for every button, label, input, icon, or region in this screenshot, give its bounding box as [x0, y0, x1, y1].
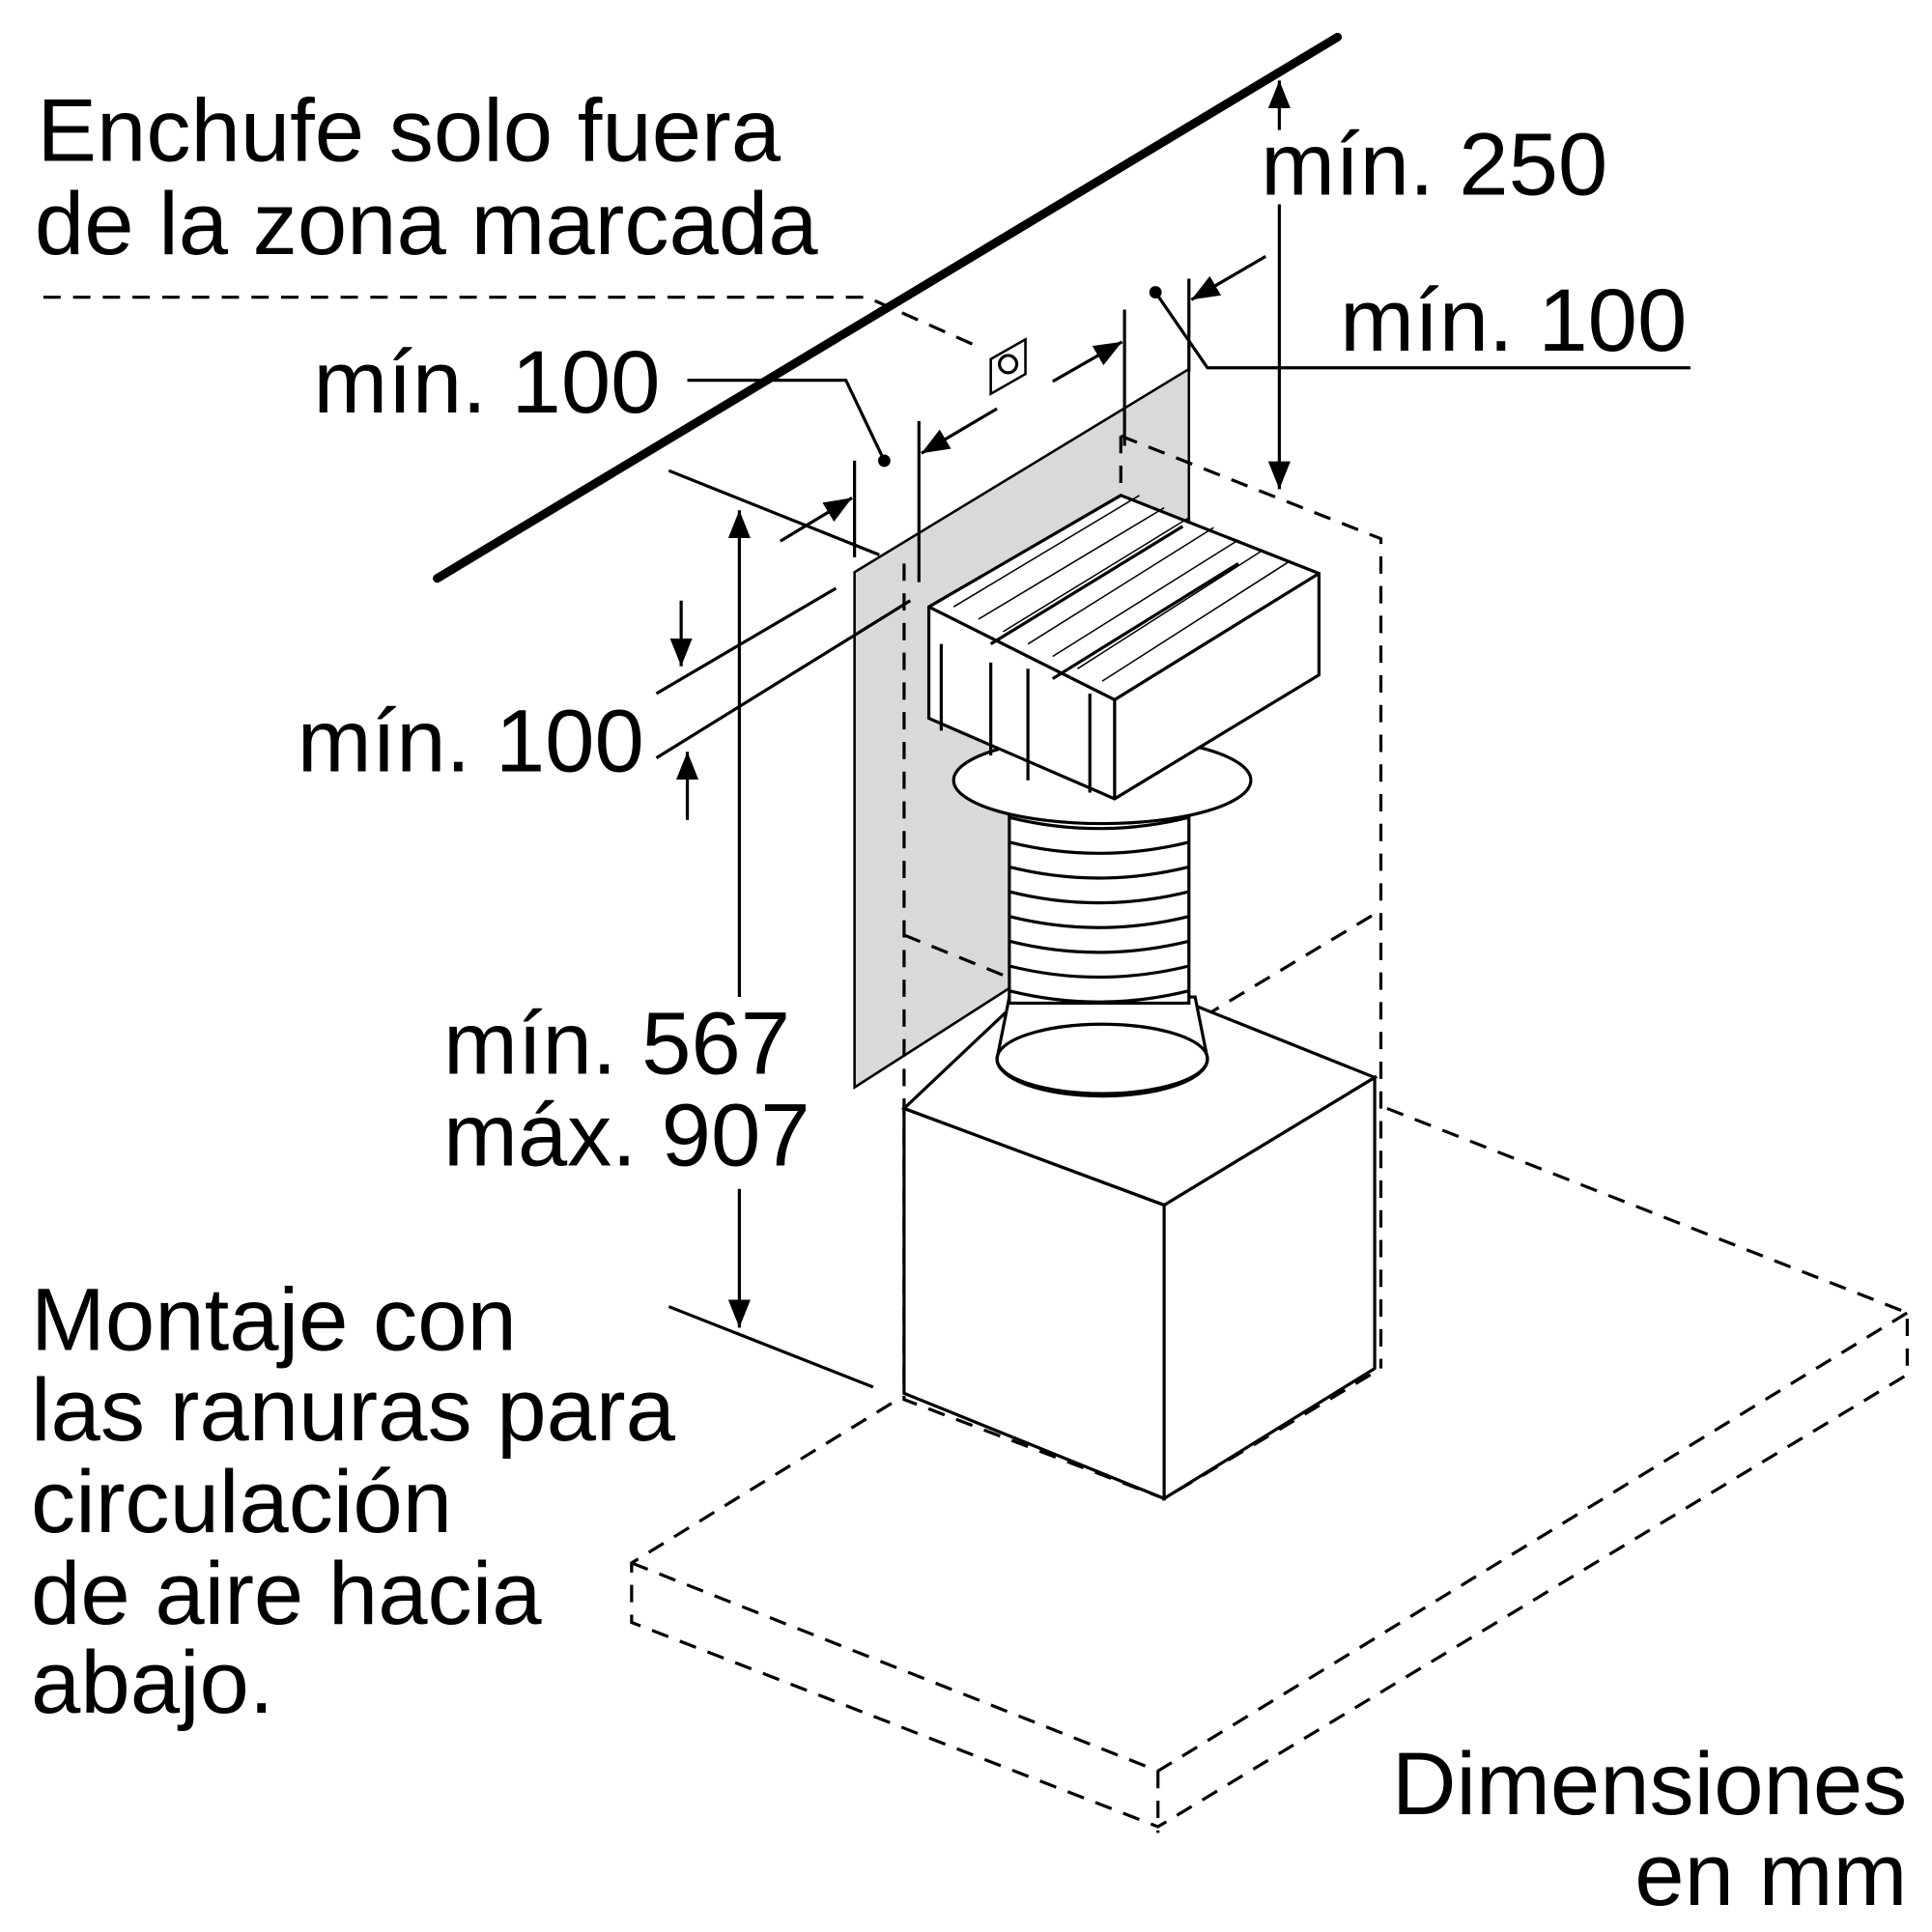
mounting-note-line: las ranuras para [31, 1359, 676, 1460]
dimension-min-100-right: mín. 100 [1051, 255, 1691, 446]
chimney-box [900, 1001, 1378, 1502]
dimension-min-100-middle: mín. 100 [298, 586, 912, 820]
mounting-note-line: Montaje con [31, 1268, 517, 1369]
mounting-note-line: circulación [31, 1451, 452, 1551]
min-100-left-label: mín. 100 [313, 331, 660, 432]
mounting-note-line: de aire hacia [31, 1543, 542, 1643]
height-min-label: mín. 567 [443, 993, 790, 1094]
dimension-min-100-left: mín. 100 [313, 331, 998, 582]
units-note-line1: Dimensiones [1392, 1733, 1908, 1833]
socket-note-line1: Enchufe solo fuera [37, 80, 781, 181]
mounting-note: Montaje con las ranuras para circulación… [31, 1268, 676, 1732]
dimension-min-250: mín. 250 [1261, 80, 1607, 490]
height-max-label: máx. 907 [443, 1084, 810, 1184]
socket-note-line2: de la zona marcada [35, 173, 818, 273]
min-250-label: mín. 250 [1261, 113, 1607, 213]
min-100-right-label: mín. 100 [1340, 270, 1687, 370]
recirculation-filter [926, 494, 1321, 826]
dimension-height: mín. 567 máx. 907 [443, 469, 880, 1389]
socket-zone-leader [43, 296, 980, 349]
flexible-duct [995, 790, 1209, 1098]
units-note-line2: en mm [1634, 1824, 1907, 1924]
min-100-middle-label: mín. 100 [298, 691, 644, 791]
hob-outline-dashed [630, 1106, 1909, 1833]
mounting-note-line: abajo. [31, 1632, 273, 1732]
socket-icon [989, 337, 1027, 396]
